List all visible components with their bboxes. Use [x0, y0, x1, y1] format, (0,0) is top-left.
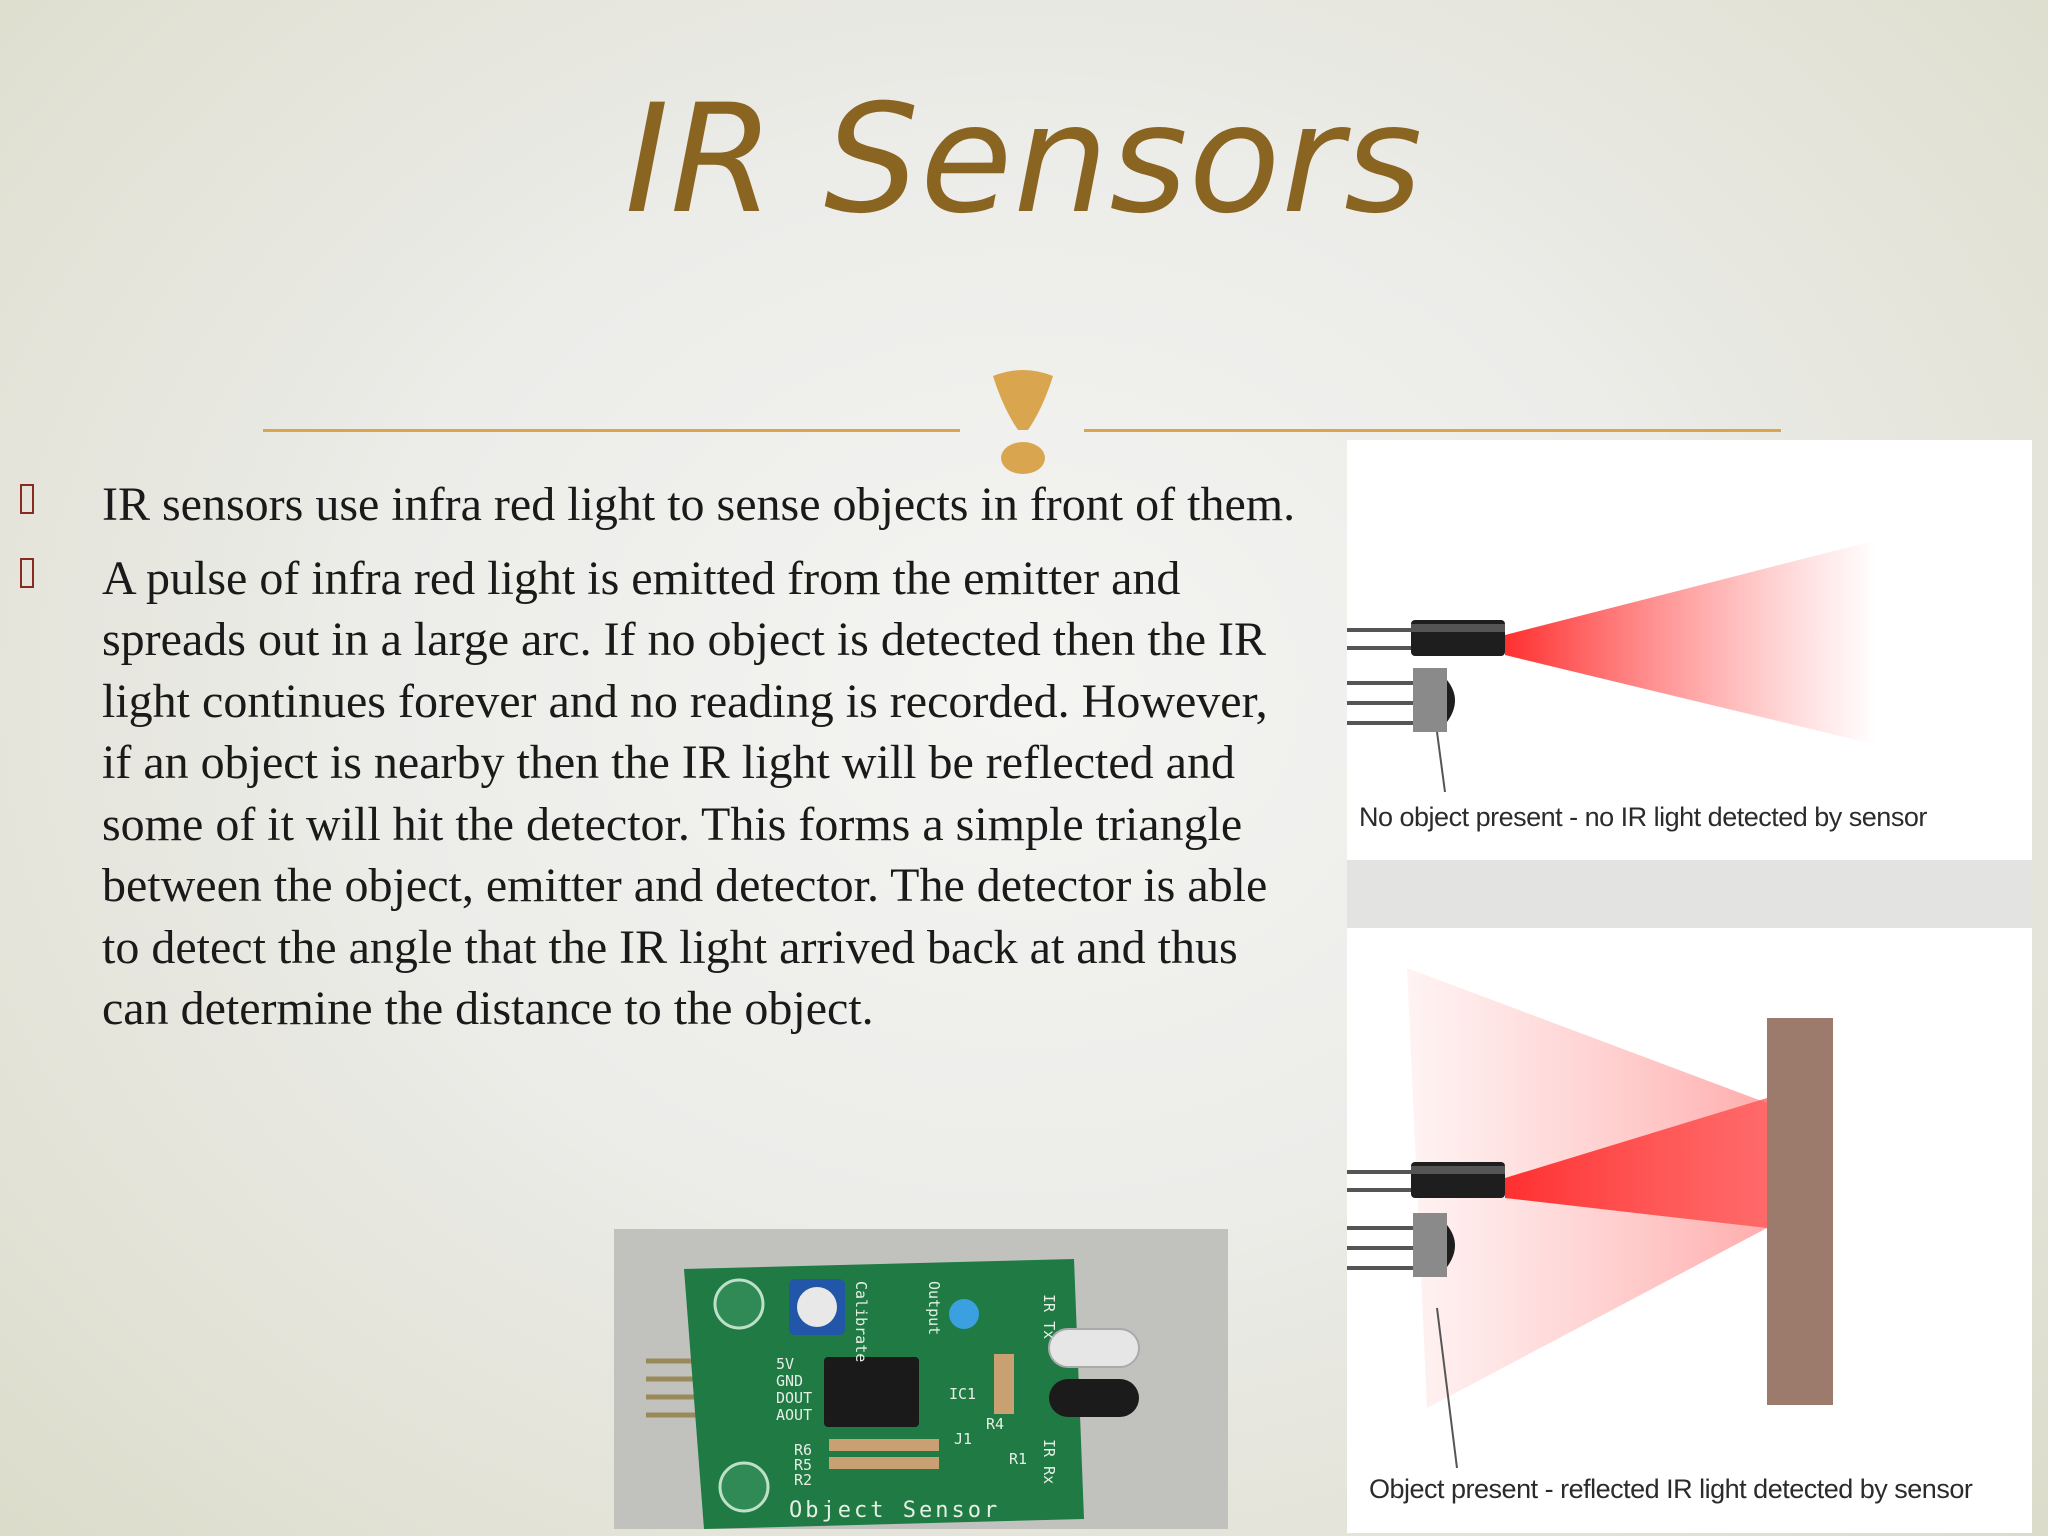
- component-label: Calibrate: [852, 1281, 870, 1362]
- object-block: [1767, 1018, 1833, 1405]
- ir-detector: [1413, 668, 1447, 732]
- pin-label: GND: [776, 1372, 803, 1390]
- bullet-list: IR sensors use infra red light to sense …: [20, 474, 1300, 1052]
- pin-label: 5V: [776, 1355, 794, 1373]
- sensor-board-photo: 5V GND DOUT AOUT R6 R5 R2 IC1 R4 R1 J1 C…: [614, 1229, 1228, 1529]
- ir-detector: [1413, 1213, 1447, 1277]
- component-label: IR Tx: [1040, 1294, 1058, 1339]
- diagram-object-present: Object present - reflected IR light dete…: [1347, 928, 2032, 1533]
- component-label: R4: [986, 1415, 1004, 1433]
- ir-beam: [1505, 1098, 1767, 1228]
- bullet-text: IR sensors use infra red light to sense …: [102, 478, 1296, 531]
- component-label: R6: [794, 1441, 812, 1459]
- pin-label: DOUT: [776, 1389, 812, 1407]
- ornament-icon: [993, 370, 1053, 474]
- diagram-no-object: No object present - no IR light detected…: [1347, 440, 2032, 860]
- component-label: R2: [794, 1471, 812, 1489]
- component-label: R5: [794, 1456, 812, 1474]
- diagram-separator: [1347, 860, 2032, 928]
- bullet-item: A pulse of infra red light is emitted fr…: [20, 548, 1300, 1040]
- bullet-marker-icon: [20, 484, 34, 514]
- component-label: R1: [1009, 1450, 1027, 1468]
- ir-beam: [1505, 540, 1877, 745]
- divider-line-right: [1084, 429, 1781, 432]
- component-label: IR Rx: [1040, 1439, 1058, 1484]
- component-label: J1: [954, 1430, 972, 1448]
- board-label: Object Sensor: [789, 1498, 1000, 1523]
- bullet-text: A pulse of infra red light is emitted fr…: [102, 551, 1268, 1036]
- slide-title: IR Sensors: [624, 73, 1424, 247]
- bullet-item: IR sensors use infra red light to sense …: [20, 474, 1300, 536]
- diagram-caption: No object present - no IR light detected…: [1359, 802, 1927, 832]
- component-label: Output: [925, 1281, 943, 1335]
- bullet-marker-icon: [20, 557, 34, 588]
- diagram-caption: Object present - reflected IR light dete…: [1369, 1474, 1973, 1504]
- pin-label: AOUT: [776, 1406, 812, 1424]
- component-label: IC1: [949, 1385, 976, 1403]
- divider-line-left: [263, 429, 960, 432]
